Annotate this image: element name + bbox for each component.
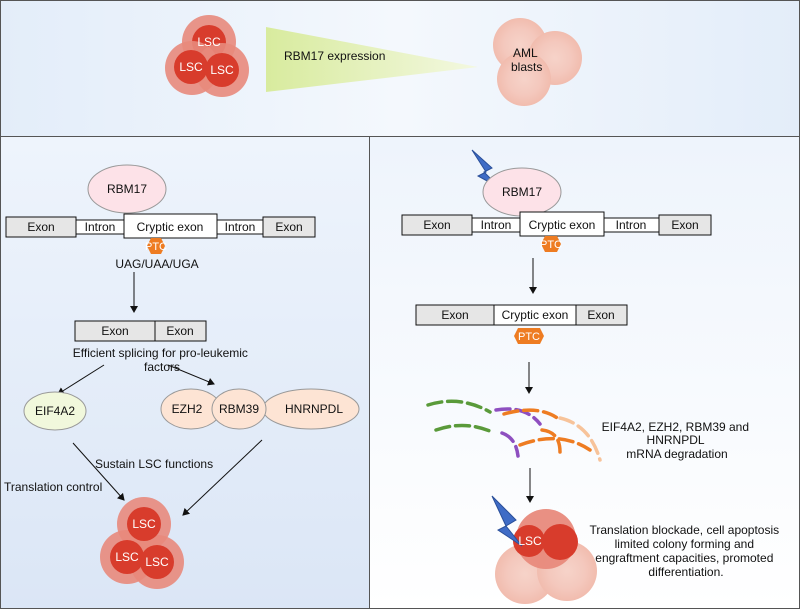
- lsc-cluster-left: [100, 497, 184, 589]
- cryptic-exon-label: Cryptic exon: [529, 218, 596, 232]
- pre-mrna-gene-right: [401, 211, 712, 237]
- lightning-icon: [491, 495, 523, 547]
- lsc-label: LSC: [145, 555, 169, 569]
- ptc-marker: [541, 236, 561, 252]
- cryptic-exon-label: Cryptic exon: [137, 220, 204, 234]
- intron-label: Intron: [616, 218, 647, 232]
- splicing-note: Efficient splicing for pro-leukemic fact…: [73, 346, 252, 374]
- ezh2-label: EZH2: [172, 402, 203, 416]
- expression-label: RBM17 expression: [284, 49, 385, 63]
- mature-mrna-left: [74, 320, 207, 342]
- degradation-label: EIF4A2, EZH2, RBM39 and HNRNPDL mRNA deg…: [602, 420, 753, 461]
- pre-mrna-gene-left: [5, 213, 316, 239]
- lsc-label: LSC: [210, 63, 234, 77]
- rbm17-label: RBM17: [502, 185, 542, 199]
- arrow: [72, 442, 125, 501]
- exon-label: Exon: [423, 218, 450, 232]
- exon-label: Exon: [101, 324, 128, 338]
- intron-label: Intron: [225, 220, 256, 234]
- arrow: [57, 364, 105, 395]
- exon-label: Exon: [587, 308, 614, 322]
- lsc-label: LSC: [518, 534, 542, 548]
- exon-label: Exon: [27, 220, 54, 234]
- ptc-marker: [514, 328, 544, 344]
- intron-label: Intron: [85, 220, 116, 234]
- ptc-marker: [147, 238, 165, 254]
- rbm39-node: [211, 388, 267, 430]
- ptc-label: PTC: [145, 241, 167, 253]
- translation-label: Translation control: [4, 480, 102, 494]
- lsc-cluster-top: [165, 15, 249, 97]
- rbm17-label: RBM17: [107, 182, 147, 196]
- expression-wedge: [266, 27, 478, 92]
- hnrnpdl-label: HNRNPDL: [285, 402, 343, 416]
- arrow: [167, 364, 215, 386]
- sustain-label: Sustain LSC functions: [95, 457, 213, 471]
- lsc-label: LSC: [132, 517, 156, 531]
- rbm39-label: RBM39: [219, 402, 259, 416]
- ptc-label: PTC: [540, 239, 562, 251]
- aml-blasts-cluster: [493, 18, 582, 106]
- apoptotic-cell-cluster: [495, 509, 597, 604]
- mature-mrna-right: [415, 304, 628, 326]
- cryptic-exon-label: Cryptic exon: [502, 308, 569, 322]
- eif4a2-node: [23, 391, 87, 431]
- degraded-mrna-fragments: [426, 399, 602, 462]
- lsc-label: LSC: [115, 550, 139, 564]
- eif4a2-label: EIF4A2: [35, 404, 75, 418]
- ptc-label: PTC: [518, 331, 540, 343]
- outcome-label: Translation blockade, cell apoptosis lim…: [589, 523, 782, 579]
- exon-label: Exon: [441, 308, 468, 322]
- arrow: [182, 439, 263, 516]
- rbm17-protein: [87, 164, 167, 214]
- aml-blasts-label: AML blasts: [511, 46, 542, 74]
- intron-label: Intron: [481, 218, 512, 232]
- stop-codons-label: UAG/UAA/UGA: [115, 257, 198, 271]
- exon-label: Exon: [166, 324, 193, 338]
- lsc-label: LSC: [179, 60, 203, 74]
- lsc-label: LSC: [197, 35, 221, 49]
- exon-label: Exon: [275, 220, 302, 234]
- exon-label: Exon: [671, 218, 698, 232]
